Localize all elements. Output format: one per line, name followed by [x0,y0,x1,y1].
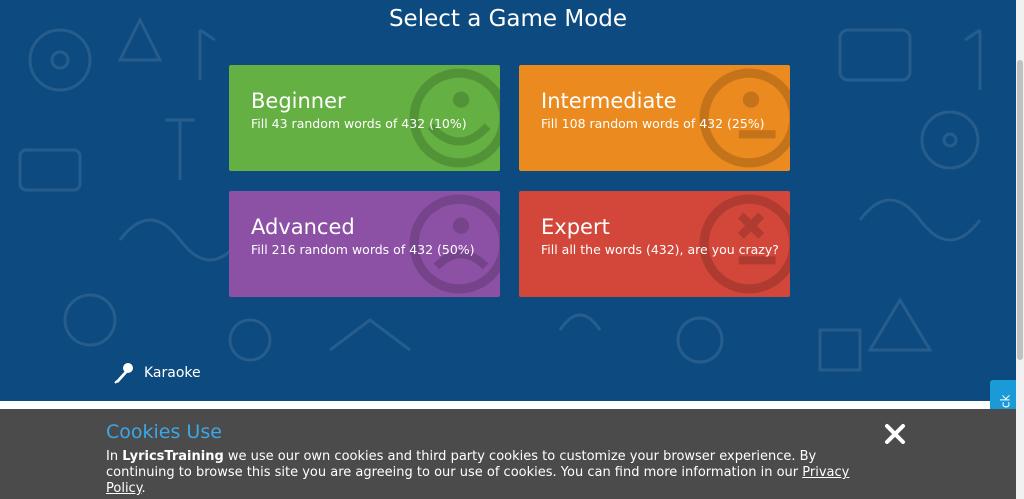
mode-card-advanced[interactable]: Advanced Fill 216 random words of 432 (5… [229,191,500,297]
mode-title: Advanced [251,215,355,239]
cookie-title: Cookies Use [106,421,222,443]
karaoke-label: Karaoke [144,365,201,381]
mode-description: Fill 216 random words of 432 (50%) [251,242,475,257]
cookie-text-body: we use our own cookies and third party c… [106,449,817,480]
mode-card-expert[interactable]: Expert Fill all the words (432), are you… [519,191,790,297]
background-doodle-pattern [18,16,982,372]
close-icon[interactable] [884,423,906,445]
mode-title: Beginner [251,89,346,113]
page-title: Select a Game Mode [388,6,628,32]
cookie-text-suffix: . [141,481,146,496]
scrollbar-thumb[interactable] [1017,60,1023,360]
game-mode-panel: Select a Game Mode Beginner Fill 43 rand… [0,0,1016,401]
cookie-banner: Cookies Use In LyricsTraining we use our… [0,409,1016,499]
happy-face-icon [409,68,500,168]
mode-description: Fill 43 random words of 432 (10%) [251,116,467,131]
mode-title: Expert [541,215,610,239]
microphone-icon [114,363,133,384]
cookie-brand: LyricsTraining [122,449,224,464]
cookie-text: In LyricsTraining we use our own cookies… [106,449,876,497]
mode-title: Intermediate [541,89,677,113]
karaoke-button[interactable]: Karaoke [112,360,201,386]
mode-description: Fill 108 random words of 432 (25%) [541,116,765,131]
cookie-text-prefix: In [106,449,123,464]
sad-face-icon [409,194,500,294]
mode-card-beginner[interactable]: Beginner Fill 43 random words of 432 (10… [229,65,500,171]
mode-description: Fill all the words (432), are you crazy? [541,242,779,257]
mode-card-intermediate[interactable]: Intermediate Fill 108 random words of 43… [519,65,790,171]
neutral-face-icon [699,68,790,168]
dead-face-icon [699,194,790,294]
privacy-policy-link[interactable]: Privacy Policy [106,465,850,496]
